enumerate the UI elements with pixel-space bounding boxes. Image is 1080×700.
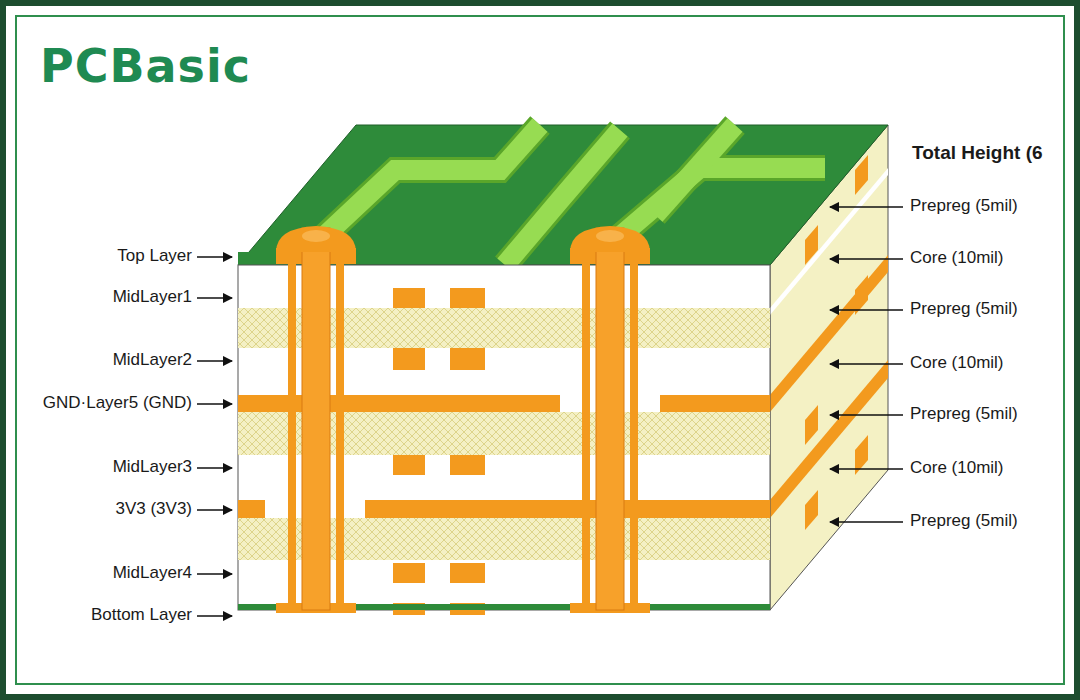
material-label: Prepreg (5mil) xyxy=(910,196,1018,216)
material-label: Prepreg (5mil) xyxy=(910,511,1018,531)
copper-pads xyxy=(393,288,485,615)
layer-name: MidLayer2 xyxy=(113,350,192,370)
top-face xyxy=(238,125,888,265)
layer-name: MidLayer4 xyxy=(113,563,192,583)
layer-name: GND·Layer5 (GND) xyxy=(43,393,192,413)
layer-name: Top Layer xyxy=(117,246,192,266)
layer-name: Bottom Layer xyxy=(91,605,192,625)
via-right xyxy=(570,226,650,613)
material-label: Core (10mil) xyxy=(910,248,1004,268)
leader-arrows xyxy=(197,207,903,616)
material-label: Prepreg (5mil) xyxy=(910,404,1018,424)
top-traces xyxy=(315,125,825,265)
logo-text: PCBasic xyxy=(40,41,251,91)
layer-name: MidLayer3 xyxy=(113,457,192,477)
layer-name: MidLayer1 xyxy=(113,287,192,307)
material-label: Core (10mil) xyxy=(910,353,1004,373)
material-label: Prepreg (5mil) xyxy=(910,299,1018,319)
outer-frame xyxy=(3,3,1077,697)
layer-name: 3V3 (3V3) xyxy=(115,499,192,519)
via-left xyxy=(276,226,356,613)
inner-frame xyxy=(16,16,1064,684)
dimension-label: Total Height (6 xyxy=(912,143,1043,163)
material-label: Core (10mil) xyxy=(910,458,1004,478)
